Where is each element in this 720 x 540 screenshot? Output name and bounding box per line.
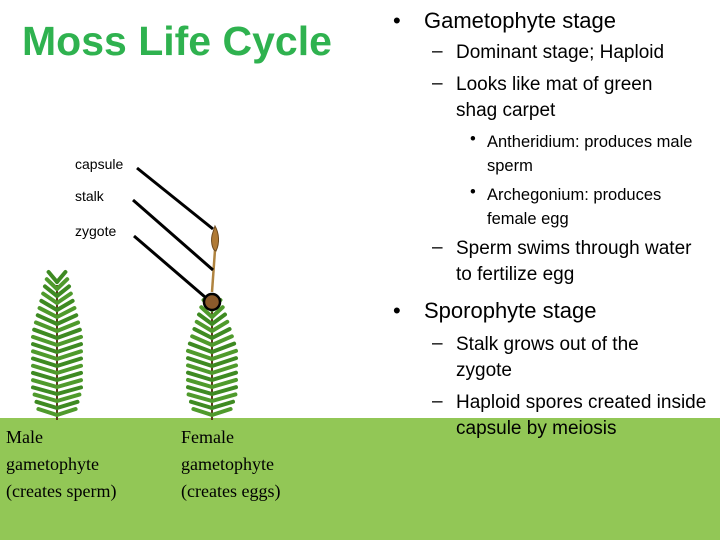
ground-area	[0, 418, 720, 540]
gametophyte-heading: Gametophyte stage	[424, 8, 617, 33]
bullet-dot-icon: •	[470, 183, 476, 201]
bullet-sporophyte: •	[393, 298, 401, 323]
gametophyte-point-3: Sperm swims through water to fertilize e…	[456, 238, 692, 285]
bullet-gametophyte: •	[393, 8, 401, 33]
bullet-dot-icon: •	[470, 130, 476, 148]
sporophyte-stalk	[210, 249, 217, 293]
sporophyte-heading: Sporophyte stage	[424, 298, 597, 323]
antheridium-text: Antheridium: produces male sperm	[487, 133, 693, 175]
sporophyte-point-2: Haploid spores created inside capsule by…	[456, 392, 707, 439]
capsule-pointer-line	[136, 166, 214, 231]
dash-icon: –	[432, 41, 443, 62]
dash-icon: –	[432, 391, 443, 412]
male-gametophyte-caption: Male gametophyte (creates sperm)	[6, 427, 117, 501]
capsule-label: capsule	[75, 156, 124, 172]
female-gametophyte-caption: Female gametophyte (creates eggs)	[181, 427, 281, 501]
dash-icon: –	[432, 333, 443, 354]
stalk-label: stalk	[75, 188, 104, 204]
dash-icon: –	[432, 73, 443, 94]
gametophyte-point-2: Looks like mat of green shag carpet	[456, 74, 653, 121]
male-gametophyte-plant	[31, 270, 83, 420]
slide-title: Moss Life Cycle	[22, 18, 332, 64]
dash-icon: –	[432, 237, 443, 258]
stalk-pointer-line	[132, 198, 214, 272]
zygote-circle	[202, 292, 222, 312]
female-gametophyte-plant	[186, 295, 238, 420]
sporophyte-point-1: Stalk grows out of the zygote	[456, 334, 639, 381]
archegonium-text: Archegonium: produces female egg	[487, 186, 662, 228]
sporophyte	[202, 224, 222, 312]
gametophyte-point-1: Dominant stage; Haploid	[456, 42, 665, 63]
sporophyte-capsule	[211, 224, 219, 252]
zygote-pointer-line	[133, 234, 206, 299]
zygote-label: zygote	[75, 223, 117, 239]
